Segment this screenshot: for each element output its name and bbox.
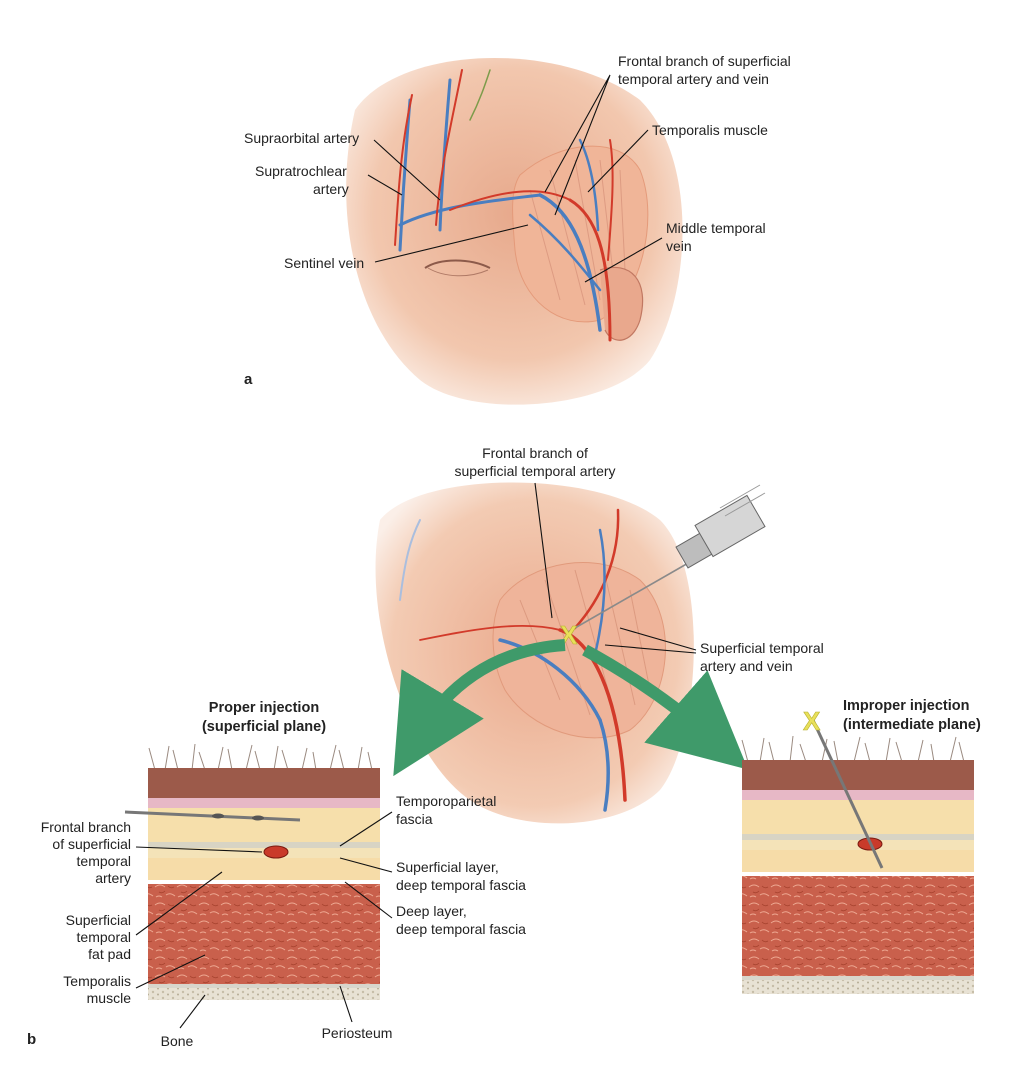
- muscle-proper: [148, 884, 380, 984]
- epidermis-improper: [742, 760, 974, 790]
- artery-cross-section-proper: [263, 845, 289, 859]
- vessels-a: [394, 69, 614, 342]
- panel-a-letter: a: [244, 371, 253, 388]
- epidermis-proper: [148, 768, 380, 798]
- muscle-improper: [742, 876, 974, 976]
- periosteum-proper: [148, 984, 380, 988]
- svg-text:Temporalis muscle: Temporalis muscle: [652, 122, 768, 138]
- temporalis-muscle-b: [492, 562, 666, 739]
- svg-text:Proper injection(superficial p: Proper injection(superficial plane): [202, 700, 326, 735]
- closed-eye: [424, 259, 491, 269]
- needle-improper: [810, 717, 884, 869]
- label-supraorbital: Supraorbital artery: [244, 130, 441, 201]
- bone-proper: [148, 988, 380, 1000]
- label-deep-layer: Deep layer,deep temporal fascia: [344, 881, 526, 937]
- panel-b-letter: b: [27, 1031, 36, 1048]
- svg-text:Deep layer,deep temporal fasci: Deep layer,deep temporal fascia: [396, 903, 526, 937]
- hair-proper: [148, 743, 373, 771]
- arrow-to-proper: [393, 639, 566, 777]
- improper-marker: X: [803, 706, 821, 736]
- panel-a-illustration: [346, 57, 683, 405]
- label-periosteum: Periosteum: [322, 985, 393, 1041]
- improper-injection-block: Improper injection(intermediate plane) X: [741, 698, 981, 994]
- svg-text:Bone: Bone: [161, 1033, 194, 1049]
- svg-text:Supraorbital artery: Supraorbital artery: [244, 130, 359, 146]
- temporoparietal-fascia-proper: [148, 842, 380, 848]
- label-superficial-layer: Superficial layer,deep temporal fascia: [339, 857, 526, 893]
- arrow-to-improper: [582, 644, 749, 770]
- proper-injection-block: Proper injection(superficial plane): [124, 700, 380, 1000]
- hair-improper: [741, 735, 965, 763]
- svg-text:Sentinel vein: Sentinel vein: [284, 255, 364, 271]
- syringe: [567, 484, 766, 633]
- label-bone: Bone: [161, 994, 206, 1049]
- label-temporalis-muscle: Temporalis muscle: [587, 122, 768, 193]
- label-sentinel-vein: Sentinel vein: [284, 224, 529, 271]
- svg-text:Superficial layer,deep tempora: Superficial layer,deep temporal fascia: [396, 859, 526, 893]
- svg-text:Improper injection(intermediat: Improper injection(intermediate plane): [843, 698, 981, 733]
- svg-text:Periosteum: Periosteum: [322, 1025, 393, 1041]
- superficial-fat-pad-proper: [148, 858, 380, 880]
